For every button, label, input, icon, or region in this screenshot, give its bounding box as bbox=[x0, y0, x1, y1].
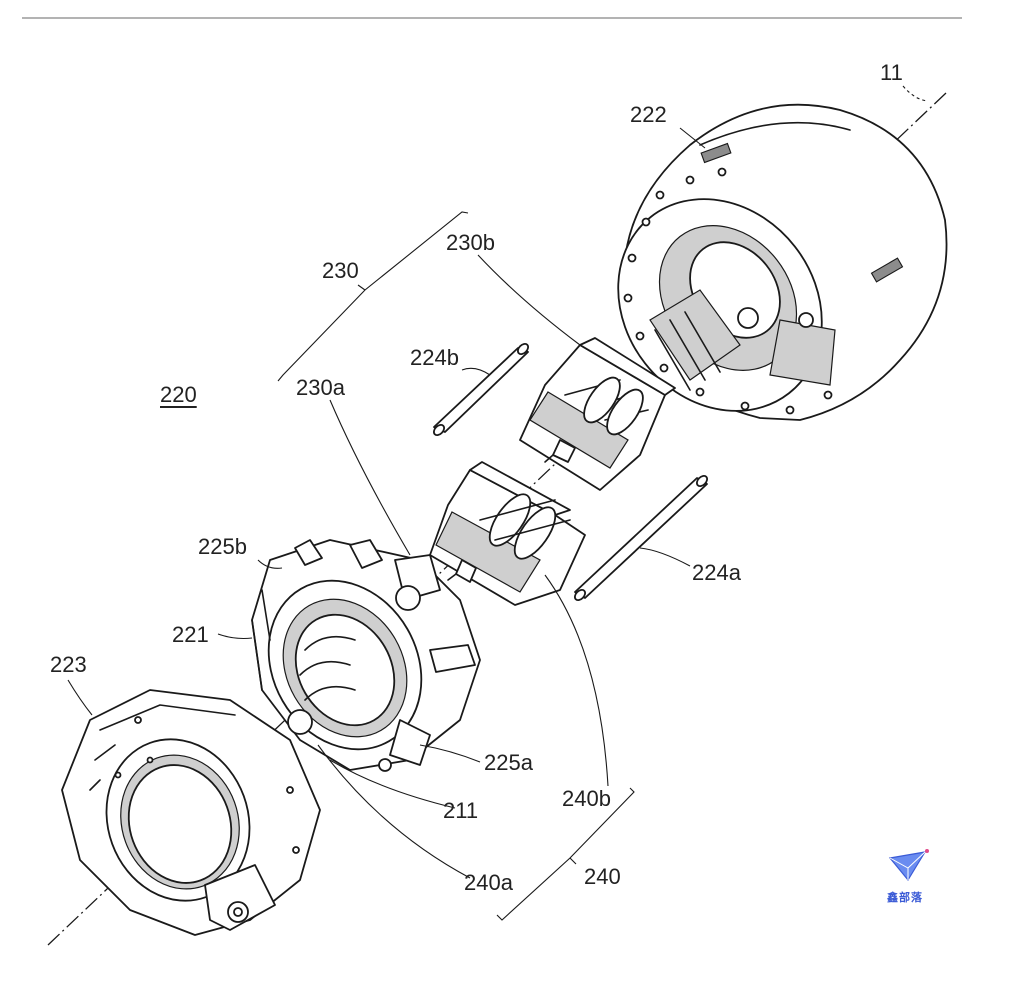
label-240a: 240a bbox=[464, 870, 513, 895]
label-230b: 230b bbox=[446, 230, 495, 255]
leader-224a bbox=[639, 547, 691, 567]
barrel-222 bbox=[617, 103, 948, 421]
label-221: 221 bbox=[172, 622, 209, 647]
rod-224a bbox=[574, 475, 708, 601]
label-211: 211 bbox=[443, 798, 479, 823]
leader-225a bbox=[419, 744, 481, 763]
leader-225b bbox=[257, 559, 283, 569]
bracket-230-tick bbox=[357, 284, 366, 291]
leader-230b bbox=[477, 254, 581, 346]
leader-240b bbox=[544, 574, 609, 787]
label-224b: 224b bbox=[410, 345, 459, 370]
ring-223 bbox=[61, 689, 321, 936]
leader-223 bbox=[67, 679, 93, 716]
label-224a: 224a bbox=[692, 560, 741, 585]
carrier-230b bbox=[519, 337, 676, 491]
rod-224b bbox=[433, 343, 529, 436]
label-230a: 230a bbox=[296, 375, 345, 400]
leader-211 bbox=[329, 759, 456, 809]
leader-222 bbox=[679, 127, 706, 149]
bracket-240-tick bbox=[569, 857, 577, 865]
watermark-text: 鑫部落 bbox=[887, 891, 923, 904]
diamond-logo-icon bbox=[888, 849, 929, 882]
label-230: 230 bbox=[322, 258, 359, 283]
label-223: 223 bbox=[50, 652, 87, 677]
label-240b: 240b bbox=[562, 786, 611, 811]
label-225b: 225b bbox=[198, 534, 247, 559]
label-220: 220 bbox=[160, 382, 197, 407]
leader-240a bbox=[317, 744, 471, 879]
leader-11 bbox=[902, 85, 929, 102]
label-222: 222 bbox=[630, 102, 667, 127]
carrier-240b bbox=[429, 461, 586, 606]
leader-230a bbox=[329, 399, 411, 556]
label-11: 11 bbox=[880, 60, 903, 85]
label-225a: 225a bbox=[484, 750, 533, 775]
leader-224b bbox=[461, 367, 491, 376]
label-240: 240 bbox=[584, 864, 621, 889]
leader-221 bbox=[217, 633, 253, 640]
body-221 bbox=[251, 539, 481, 772]
